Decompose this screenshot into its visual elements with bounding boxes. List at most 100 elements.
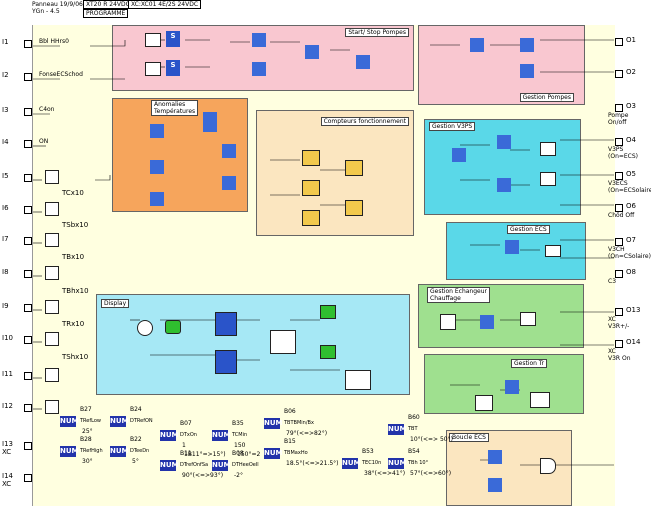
number-b11-block[interactable]: NUM — [160, 460, 179, 471]
gp-boolean-3[interactable] — [520, 64, 534, 78]
input-i12-terminal[interactable] — [24, 404, 32, 412]
display-out-1[interactable] — [320, 305, 336, 319]
input-i8-gain[interactable] — [45, 266, 59, 280]
cam-block[interactable] — [270, 330, 296, 354]
output-o4-terminal[interactable] — [615, 138, 623, 146]
number-b24-block[interactable]: NUM — [110, 416, 129, 427]
count-block-3[interactable] — [302, 210, 320, 226]
anomaly-trigger-1[interactable] — [150, 124, 164, 138]
v3ps-boolean-2[interactable] — [497, 178, 511, 192]
echangeur-boolean[interactable] — [480, 315, 494, 329]
number-b53-block[interactable]: NUM — [342, 458, 361, 469]
output-o2-terminal[interactable] — [615, 70, 623, 78]
echangeur-compare[interactable] — [440, 314, 456, 330]
boucle-trigger-1[interactable] — [488, 450, 502, 464]
number-b54-block[interactable]: NUM — [388, 458, 407, 469]
number-b08-block[interactable]: NUM — [212, 460, 231, 471]
group-tr-title: Gestion Tr — [511, 359, 548, 368]
count-block-5[interactable] — [345, 200, 363, 216]
gp-boolean-1[interactable] — [470, 38, 484, 52]
trigger-block-1[interactable] — [252, 33, 266, 47]
input-i10-gain[interactable] — [45, 332, 59, 346]
v3ps-timer-1[interactable] — [540, 142, 556, 156]
output-o5-terminal[interactable] — [615, 172, 623, 180]
boolean-block-1[interactable] — [305, 45, 319, 59]
count-block-1[interactable] — [302, 150, 320, 166]
input-i3-label: C4on — [39, 106, 55, 113]
display-dial[interactable] — [137, 320, 153, 336]
output-o1-terminal[interactable] — [615, 38, 623, 46]
input-i6-id: I6 — [2, 204, 9, 212]
group-compteurs: Compteurs fonctionnement — [256, 110, 414, 236]
input-i9-gain[interactable] — [45, 300, 59, 314]
anomaly-boolean-3[interactable] — [222, 176, 236, 190]
mux-block-1[interactable] — [215, 312, 237, 336]
anomaly-boolean-2[interactable] — [222, 144, 236, 158]
ecs-out-block[interactable] — [545, 245, 561, 257]
input-i10-terminal[interactable] — [24, 336, 32, 344]
tr-reset[interactable] — [530, 392, 550, 408]
number-b35-block[interactable]: NUM — [212, 430, 231, 441]
input-i12-gain[interactable] — [45, 400, 59, 414]
number-b06-block[interactable]: NUM — [264, 418, 283, 429]
input-i11-terminal[interactable] — [24, 372, 32, 380]
input-i13-terminal[interactable] — [24, 442, 32, 450]
input-i6-gain[interactable] — [45, 202, 59, 216]
output-o7-terminal[interactable] — [615, 238, 623, 246]
gp-boolean-2[interactable] — [520, 38, 534, 52]
input-i4-terminal[interactable] — [24, 140, 32, 148]
anomaly-trigger-2[interactable] — [150, 160, 164, 174]
output-o8-terminal[interactable] — [615, 270, 623, 278]
count-block-4[interactable] — [345, 160, 363, 176]
boucle-trigger-2[interactable] — [488, 478, 502, 492]
trigger-block-2[interactable] — [252, 62, 266, 76]
anomaly-trigger-3[interactable] — [150, 192, 164, 206]
count-block-2[interactable] — [302, 180, 320, 196]
ecs-boolean-1[interactable] — [505, 240, 519, 254]
input-i1-terminal[interactable] — [24, 40, 32, 48]
boolean-block-2[interactable] — [356, 55, 370, 69]
display-green-block[interactable] — [165, 320, 181, 334]
input-i14-terminal[interactable] — [24, 474, 32, 482]
number-b15-name: TBMaxHo — [284, 450, 308, 456]
output-o3-terminal[interactable] — [615, 104, 623, 112]
and-block[interactable] — [540, 458, 556, 474]
input-i9-terminal[interactable] — [24, 304, 32, 312]
output-o13-terminal[interactable] — [615, 308, 623, 316]
v3ps-trigger-1[interactable] — [452, 148, 466, 162]
number-b06-name: TBTBMin/Bx — [284, 420, 314, 426]
number-b15-block[interactable]: NUM — [264, 448, 283, 459]
number-b28-block[interactable]: NUM — [60, 446, 79, 457]
input-i7-gain[interactable] — [45, 233, 59, 247]
display-out-2[interactable] — [320, 345, 336, 359]
input-i5-terminal[interactable] — [24, 174, 32, 182]
output-o14-terminal[interactable] — [615, 340, 623, 348]
v3ps-boolean-1[interactable] — [497, 135, 511, 149]
dtotc-block-2[interactable] — [145, 62, 161, 76]
sub-block-1[interactable]: S — [166, 31, 180, 47]
tr-compare[interactable] — [475, 395, 493, 411]
b07-range: 1B11°=>15°) — [184, 451, 226, 458]
input-i8-terminal[interactable] — [24, 270, 32, 278]
number-b54-name: TBh 10° — [408, 460, 429, 466]
input-i13-id: I13 — [2, 440, 13, 448]
input-i5-gain[interactable] — [45, 170, 59, 184]
input-i3-terminal[interactable] — [24, 108, 32, 116]
anomaly-boolean-1[interactable] — [203, 112, 217, 132]
number-b07-block[interactable]: NUM — [160, 430, 179, 441]
input-i2-terminal[interactable] — [24, 73, 32, 81]
input-i7-terminal[interactable] — [24, 237, 32, 245]
tr-boolean[interactable] — [505, 380, 519, 394]
set-reset-block[interactable] — [345, 370, 371, 390]
dtotc-block[interactable] — [145, 33, 161, 47]
input-i11-gain[interactable] — [45, 368, 59, 382]
output-o6-terminal[interactable] — [615, 204, 623, 212]
input-i6-terminal[interactable] — [24, 206, 32, 214]
number-b27-block[interactable]: NUM — [60, 416, 79, 427]
sub-block-2[interactable]: S — [166, 60, 180, 76]
mux-block-2[interactable] — [215, 350, 237, 374]
v3ps-timer-2[interactable] — [540, 172, 556, 186]
number-b60-block[interactable]: NUM — [388, 424, 407, 435]
number-b22-block[interactable]: NUM — [110, 446, 129, 457]
echangeur-out[interactable] — [520, 312, 536, 326]
